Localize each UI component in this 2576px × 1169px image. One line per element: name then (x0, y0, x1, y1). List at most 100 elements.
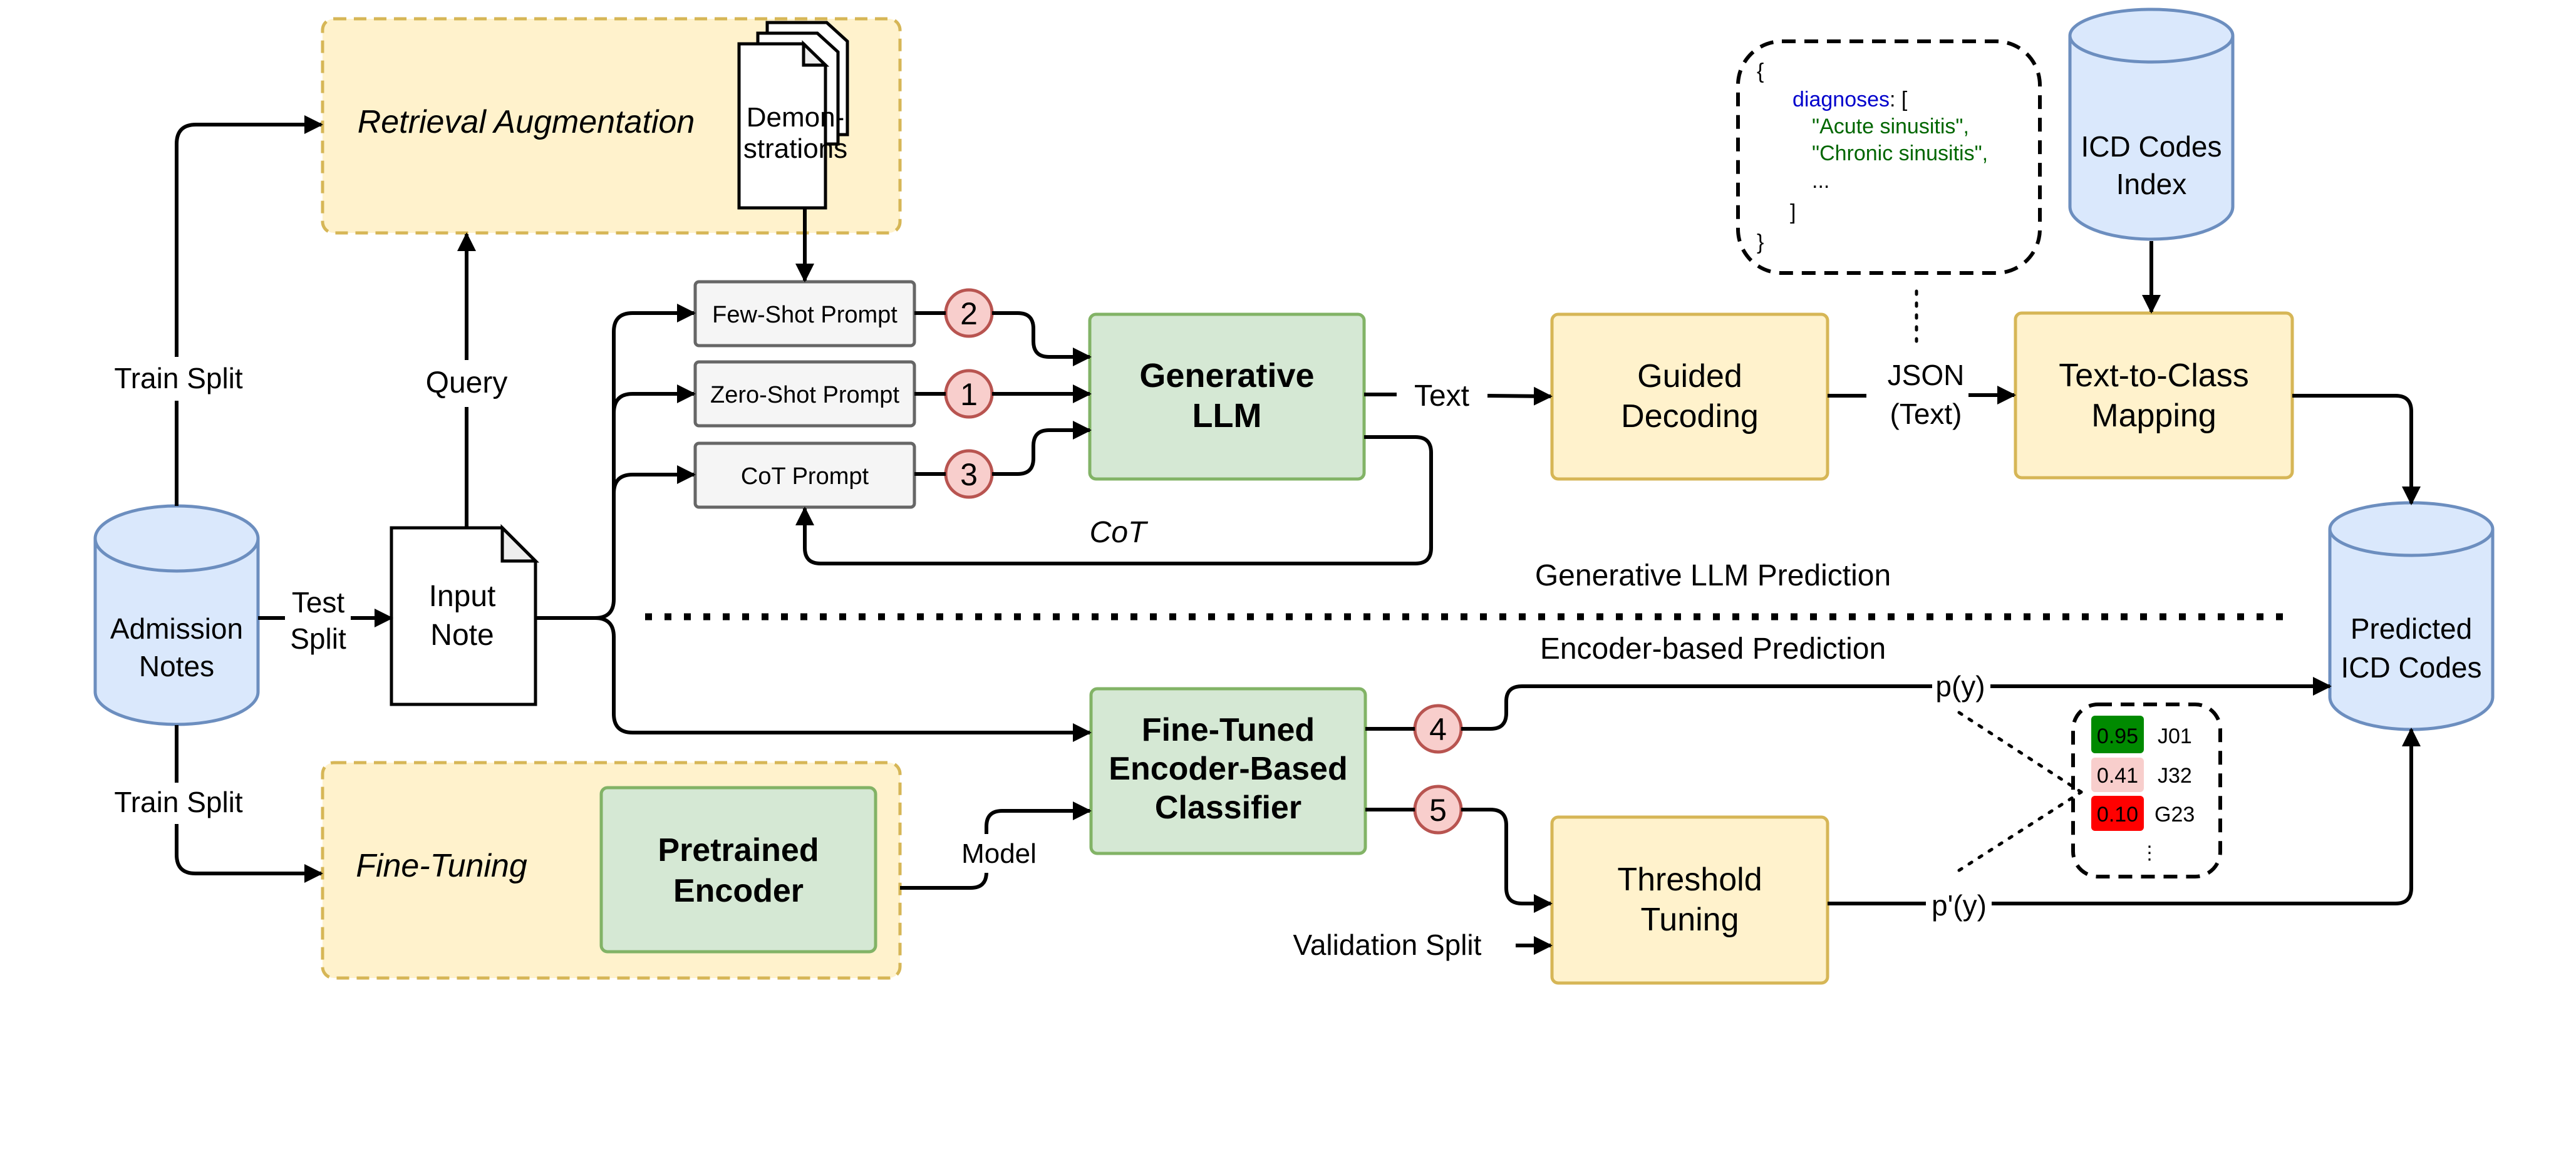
svg-text:Notes: Notes (139, 650, 214, 682)
guided-decoding-box: Guided Decoding (1550, 312, 1829, 481)
demonstrations-label-line2: strations (743, 133, 847, 164)
badge-2: 2 (944, 288, 994, 338)
text-to-class-mapping-box: Text-to-Class Mapping (2014, 311, 2294, 480)
svg-text:Decoding: Decoding (1621, 398, 1759, 435)
svg-text:Classifier: Classifier (1155, 790, 1301, 826)
probability-example: 0.95 J01 0.41 J32 0.10 G23 ⋮ (2071, 703, 2222, 878)
edge-train-split-retrieval (175, 115, 323, 506)
svg-text:5: 5 (1429, 793, 1447, 828)
fine-tuned-classifier-box: Fine-Tuned Encoder-Based Classifier (1089, 687, 1367, 855)
py-callout-dotted-line (1957, 711, 2083, 794)
prob-score-bg-0 (2091, 716, 2144, 753)
ppy-callout-dotted-line (1957, 790, 2083, 872)
svg-text:3: 3 (960, 457, 978, 492)
edge-label-text: Text (1414, 379, 1469, 413)
edge-label-cot: CoT (1090, 516, 1149, 549)
section-label-encoder: Encoder-based Prediction (1540, 632, 1886, 666)
prob-ellipsis: ⋮ (2140, 843, 2159, 863)
svg-text:ICD Codes: ICD Codes (2341, 651, 2482, 684)
demonstrations-doc-stack: Demon- strations (737, 21, 849, 210)
cot-prompt-box: CoT Prompt (693, 441, 916, 509)
badge-1: 1 (944, 369, 994, 419)
badge-4: 4 (1413, 704, 1463, 754)
svg-text:Test: Test (292, 586, 345, 619)
icd-codes-index-database: ICD Codes Index (2068, 8, 2235, 241)
fine-tuning-label: Fine-Tuning (356, 848, 527, 884)
prob-code-2: G23 (2154, 803, 2195, 827)
threshold-tuning-box: Threshold Tuning (1550, 815, 1829, 985)
zero-shot-prompt-box: Zero-Shot Prompt (693, 360, 916, 428)
edge-input-to-cot (612, 465, 696, 494)
svg-text:ICD Codes: ICD Codes (2081, 130, 2222, 163)
section-label-generative: Generative LLM Prediction (1535, 559, 1891, 592)
edge-input-to-zero-shot (612, 384, 696, 414)
svg-text:2: 2 (960, 296, 978, 331)
svg-text:1: 1 (960, 377, 978, 412)
edge-cot-to-llm (992, 421, 1092, 476)
svg-text:Admission: Admission (110, 612, 243, 645)
svg-text:4: 4 (1429, 712, 1447, 747)
svg-text:Split: Split (290, 622, 346, 655)
svg-text:LLM: LLM (1192, 397, 1262, 435)
prob-code-0: J01 (2158, 724, 2192, 748)
edge-label-train-split-top: Train Split (114, 362, 243, 394)
prob-score-bg-2 (2091, 796, 2144, 831)
predicted-icd-codes-database: Predicted ICD Codes (2328, 501, 2495, 731)
edge-train-split-finetuning (175, 725, 323, 883)
svg-text:Index: Index (2116, 168, 2187, 200)
svg-text:Guided: Guided (1637, 358, 1742, 394)
prob-score-bg-1 (2091, 758, 2144, 792)
pretrained-encoder-box: Pretrained Encoder (599, 786, 877, 954)
retrieval-augmentation-label: Retrieval Augmentation (358, 104, 695, 140)
admission-notes-database: Admission Notes (93, 504, 260, 726)
svg-text:}: } (1757, 230, 1764, 254)
prob-score-1: 0.41 (2097, 764, 2138, 788)
svg-text:"Acute sinusitis",: "Acute sinusitis", (1812, 115, 1969, 138)
edge-label-ppy: p'(y) (1932, 889, 1987, 922)
json-output-example: { diagnoses: [ "Acute sinusitis", "Chron… (1736, 39, 2042, 275)
edge-classifier-to-threshold (1461, 808, 1553, 913)
edge-input-to-classifier (594, 616, 1092, 742)
svg-text:]: ] (1790, 200, 1796, 224)
svg-text:JSON: JSON (1888, 359, 1965, 391)
edge-label-query: Query (426, 366, 508, 399)
json-key: diagnoses (1792, 88, 1890, 111)
edge-input-to-few-shot (535, 304, 696, 620)
edge-label-py: p(y) (1935, 670, 1985, 703)
svg-text:(Text): (Text) (1890, 398, 1962, 430)
edge-label-model: Model (961, 838, 1037, 869)
input-note-document: Input Note (390, 523, 540, 706)
badge-5: 5 (1413, 785, 1463, 835)
generative-llm-box: Generative LLM (1088, 312, 1366, 481)
svg-text:Text-to-Class: Text-to-Class (2059, 358, 2248, 394)
svg-text:Input: Input (429, 580, 496, 613)
svg-text:Encoder-Based: Encoder-Based (1109, 751, 1347, 787)
svg-text:Generative: Generative (1139, 357, 1314, 394)
svg-text:Note: Note (430, 619, 494, 652)
prob-score-0: 0.95 (2097, 724, 2138, 748)
svg-text:diagnoses: [: diagnoses: [ (1792, 88, 1908, 111)
prob-code-1: J32 (2158, 764, 2192, 788)
svg-text:...: ... (1812, 169, 1829, 193)
svg-text:Threshold: Threshold (1617, 862, 1762, 898)
badge-3: 3 (944, 449, 994, 499)
edge-cot-loop (795, 435, 1433, 565)
svg-text:Zero-Shot Prompt: Zero-Shot Prompt (710, 382, 899, 408)
svg-text:Pretrained: Pretrained (658, 832, 819, 868)
svg-text:CoT Prompt: CoT Prompt (741, 463, 869, 490)
svg-text:Tuning: Tuning (1640, 902, 1739, 938)
svg-text:Mapping: Mapping (2091, 398, 2216, 434)
few-shot-prompt-box: Few-Shot Prompt (693, 280, 916, 348)
edge-ppy-to-predicted (1992, 728, 2421, 905)
svg-text:Fine-Tuned: Fine-Tuned (1142, 712, 1315, 748)
edge-mapping-to-predicted (2292, 394, 2421, 505)
demonstrations-label-line1: Demon- (747, 102, 845, 133)
svg-text:"Chronic sinusitis",: "Chronic sinusitis", (1812, 142, 1988, 165)
svg-text:Few-Shot Prompt: Few-Shot Prompt (712, 302, 897, 328)
svg-text:Predicted: Predicted (2351, 612, 2472, 645)
svg-text:Encoder: Encoder (673, 873, 804, 909)
edge-label-train-split-bottom: Train Split (114, 786, 243, 818)
edge-label-validation-split: Validation Split (1293, 929, 1482, 961)
svg-text:{: { (1757, 59, 1764, 83)
